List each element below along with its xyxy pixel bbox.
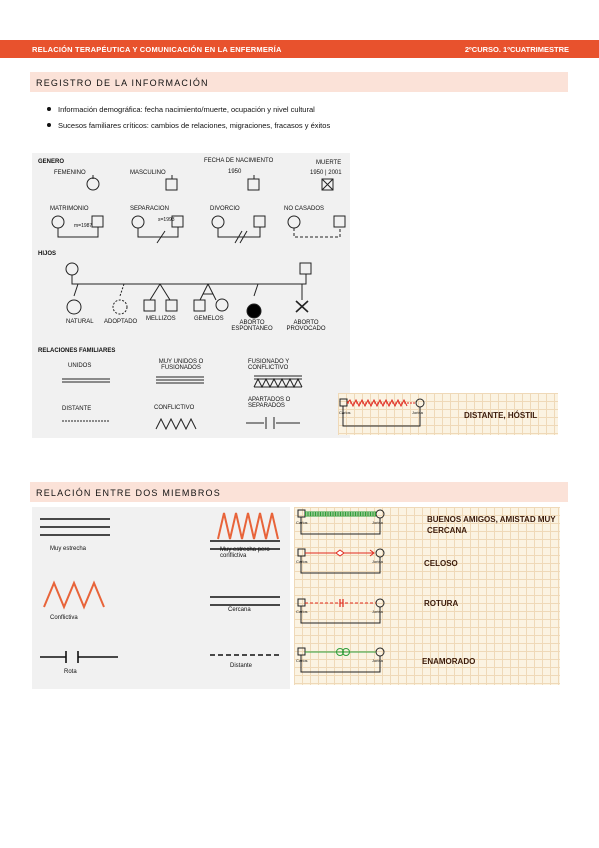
section-relacion: RELACIÓN ENTRE DOS MIEMBROS [30, 482, 568, 502]
fusionado-label: FUSIONADO Y CONFLICTIVO [248, 359, 290, 371]
fecha-year: 1950 [228, 169, 242, 175]
separacion-label: SEPARACION [130, 206, 169, 212]
matrimonio-label: MATRIMONIO [50, 206, 89, 212]
divorcio-label: DIVORCIO [210, 206, 240, 212]
relationship-legend-symbols [40, 512, 280, 663]
example-label-amistad: BUENOS AMIGOS, AMISTAD MUY CERCANA [427, 515, 556, 535]
legend-cercana: Cercana [228, 607, 251, 613]
distante-hostil-diagram [339, 398, 425, 427]
relationship-examples-diagram [297, 509, 385, 673]
femenino-label: FEMENINO [54, 170, 86, 176]
bullet-item: Sucesos familiares críticos: cambios de … [46, 121, 331, 130]
relationship-legend-panel: Muy estrecha Muy estrecha pero conflicti… [32, 507, 290, 689]
legend-distante: Distante [230, 663, 253, 669]
right-name: Jorina [372, 520, 383, 525]
fecha-label: FECHA DE NACIMIENTO [204, 158, 274, 164]
left-name: Carlos [296, 520, 308, 525]
header-bar: RELACIÓN TERAPÉUTICA Y COMUNICACIÓN EN L… [0, 40, 599, 58]
header-course: 2ºCURSO. 1ºCUATRIMESTRE [464, 45, 569, 54]
hijos-heading: HIJOS [38, 251, 57, 257]
distante-hostil-label: DISTANTE, HÓSTIL [464, 411, 538, 420]
aborto-espontaneo-label: ABORTO ESPONTANEO [231, 320, 273, 332]
left-name: Carlos [296, 559, 308, 564]
relaciones-heading: RELACIONES FAMILIARES [38, 348, 116, 354]
header-title: RELACIÓN TERAPÉUTICA Y COMUNICACIÓN EN L… [32, 45, 282, 54]
left-name: Carlos [296, 609, 308, 614]
right-name: Jorina [412, 410, 423, 415]
section-title: REGISTRO DE LA INFORMACIÓN [36, 78, 209, 88]
muerte-label: MUERTE [316, 160, 342, 166]
muerte-years: 1950 | 2001 [310, 170, 342, 176]
legend-conflictiva: Conflictiva [50, 615, 78, 621]
right-name: Jorina [372, 559, 383, 564]
example-label-enamorado: ENAMORADO [422, 657, 476, 666]
left-name: Carlos [339, 410, 351, 415]
no-casados-label: NO CASADOS [284, 206, 325, 212]
mellizos-label: MELLIZOS [146, 316, 176, 322]
section-registro: REGISTRO DE LA INFORMACIÓN [30, 72, 568, 92]
apartados-label: APARTADOS O SEPARADOS [248, 397, 291, 409]
relationship-examples-panel: Carlos Jorina Carlos Jorina Carlos Jorin… [294, 507, 560, 685]
left-name: Carlos [296, 658, 308, 663]
separacion-year: s=1993 [158, 217, 175, 223]
right-name: Jorina [372, 658, 383, 663]
example-label-rotura: ROTURA [424, 599, 459, 608]
adoptado-label: ADOPTADO [104, 319, 138, 325]
matrimonio-year: m=1987 [74, 223, 93, 229]
bullet-item: Información demográfica: fecha nacimient… [47, 105, 315, 114]
legend-muy-estrecha-conflictiva: Muy estrecha pero conflictiva [220, 547, 270, 559]
example-label-celoso: CELOSO [424, 559, 458, 568]
unidos-label: UNIDOS [68, 363, 92, 369]
genogram-symbols [51, 175, 346, 431]
conflictivo-label: CONFLICTIVO [154, 405, 195, 411]
right-name: Jorina [372, 609, 383, 614]
legend-muy-estrecha: Muy estrecha [50, 546, 87, 552]
genero-heading: GENERO [38, 159, 65, 165]
distante-label: DISTANTE [62, 406, 92, 412]
masculino-label: MASCULINO [130, 170, 166, 176]
natural-label: NATURAL [66, 319, 94, 325]
section-title: RELACIÓN ENTRE DOS MIEMBROS [36, 488, 221, 498]
muy-unidos-label: MUY UNIDOS O FUSIONADOS [158, 359, 204, 371]
legend-rota: Rota [64, 669, 77, 675]
genogram-legend-panel: GENERO FEMENINO MASCULINO FECHA DE NACIM… [32, 153, 350, 438]
aborto-provocado-label: ABORTO PROVOCADO [286, 320, 326, 332]
gemelos-label: GEMELOS [194, 316, 224, 322]
distante-hostil-example: Carlos Jorina DISTANTE, HÓSTIL [338, 393, 558, 435]
